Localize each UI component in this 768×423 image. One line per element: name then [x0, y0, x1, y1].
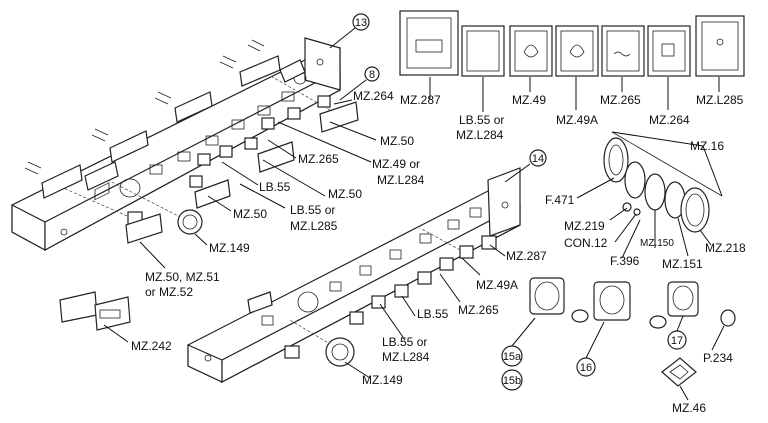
callout-8 [364, 66, 380, 82]
lower-switches [247, 235, 497, 367]
label-mz16: MZ.16 [690, 139, 724, 153]
label-mz49-top: MZ.49 [512, 93, 546, 107]
mz242-assembly [59, 291, 131, 343]
callout-13 [352, 13, 370, 31]
label-mz287-top: MZ.287 [400, 93, 441, 107]
label-mz149-upper: MZ.149 [209, 241, 250, 255]
leader-lines [139, 27, 725, 401]
label-mzl284-top: MZ.L284 [456, 128, 504, 142]
label-mz50-left: MZ.50 [233, 207, 267, 221]
label-mz150: MZ.150 [640, 238, 674, 249]
bezel-row [399, 10, 745, 77]
callout-8-text: 8 [369, 69, 375, 81]
label-lb55-or-upper: LB.55 or [290, 203, 335, 217]
upper-switches [125, 95, 359, 244]
callout-15b-text: 15b [503, 375, 521, 387]
label-mz50-mz51: MZ.50, MZ.51 [145, 270, 220, 284]
label-mz242: MZ.242 [131, 339, 172, 353]
label-mzl285-upper: MZ.L285 [290, 219, 338, 233]
callout-17-text: 17 [671, 335, 683, 347]
callout-15a-text: 15a [503, 351, 522, 363]
label-lb55-or-lower: LB.55 or [382, 335, 427, 349]
label-mz287-lower: MZ.287 [506, 249, 547, 263]
label-mz50-mid: MZ.50 [328, 187, 362, 201]
label-mz265-lower: MZ.265 [458, 303, 499, 317]
upper-trim-strips [24, 39, 306, 199]
label-mz219: MZ.219 [564, 219, 605, 233]
rotary-switches [529, 277, 736, 387]
upper-control-panel [11, 37, 341, 252]
label-con12: CON.12 [564, 236, 608, 250]
label-mz265-upper: MZ.265 [298, 152, 339, 166]
label-mzl284-lower: MZ.L284 [382, 350, 430, 364]
label-mz265-top: MZ.265 [600, 93, 641, 107]
label-lb55-or-top: LB.55 or [459, 113, 504, 127]
callout-16-text: 16 [580, 362, 592, 374]
callout-14-text: 14 [532, 153, 544, 165]
label-mz49-or: MZ.49 or [372, 157, 420, 171]
label-f471: F.471 [545, 193, 575, 207]
label-mz46: MZ.46 [672, 401, 706, 415]
label-mz264-top: MZ.264 [649, 113, 690, 127]
label-lb55-upper: LB.55 [259, 180, 291, 194]
label-f396: F.396 [610, 254, 640, 268]
label-mz218: MZ.218 [705, 241, 746, 255]
label-mz49a-lower: MZ.49A [476, 278, 518, 292]
label-mz50-upper-right: MZ.50 [380, 134, 414, 148]
callout-15b [501, 369, 523, 391]
label-mzl285-top: MZ.L285 [696, 93, 744, 107]
label-mz49a-top: MZ.49A [556, 113, 598, 127]
label-mzl284-upper: MZ.L284 [377, 173, 425, 187]
label-or-mz52: or MZ.52 [145, 285, 193, 299]
label-mz264-upper: MZ.264 [353, 89, 394, 103]
callout-13-text: 13 [355, 17, 367, 29]
label-p234: P.234 [703, 351, 733, 365]
lower-control-panel [187, 167, 521, 383]
label-lb55-lower: LB.55 [417, 307, 449, 321]
callout-14 [529, 149, 547, 167]
label-mz151: MZ.151 [662, 257, 703, 271]
label-mz149-lower: MZ.149 [362, 373, 403, 387]
mz16-assembly [603, 131, 723, 233]
